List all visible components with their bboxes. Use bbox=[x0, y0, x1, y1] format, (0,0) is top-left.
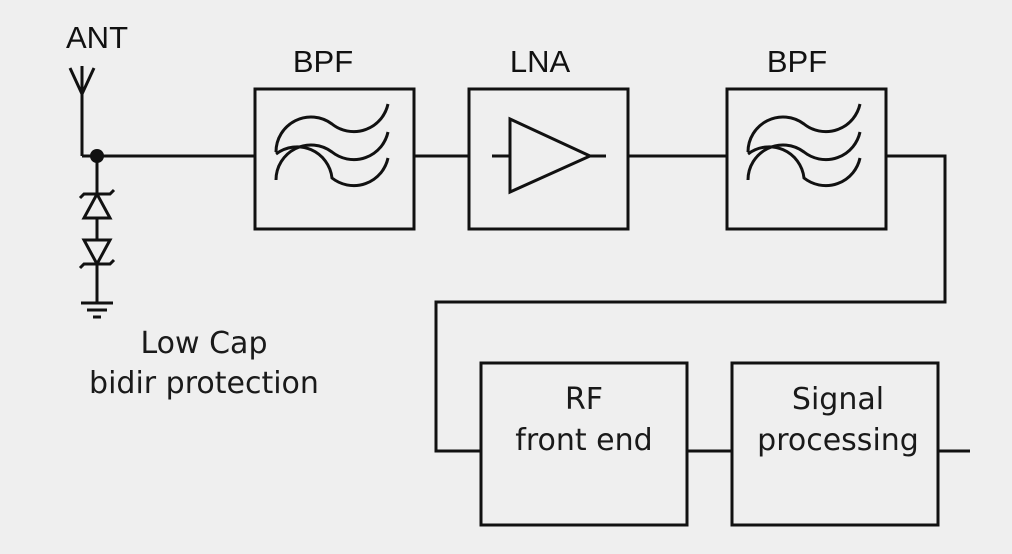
rf-front-end-box bbox=[479, 361, 689, 527]
signal-processing-block: Signal processing bbox=[730, 361, 940, 527]
bpf1-label: BPF bbox=[293, 44, 353, 79]
wire-bpf2-to-rf-front-end bbox=[434, 154, 947, 453]
bandpass-filter-icon bbox=[746, 103, 862, 188]
bpf1-box bbox=[253, 87, 416, 231]
rf-front-end-label-line2: front end bbox=[515, 423, 652, 458]
lna-block: LNA bbox=[467, 44, 630, 231]
protection-label-line1: Low Cap bbox=[141, 326, 268, 361]
bpf2-label: BPF bbox=[767, 44, 827, 79]
bpf-block-2: BPF bbox=[725, 44, 888, 231]
antenna: ANT bbox=[66, 20, 128, 156]
lna-label: LNA bbox=[510, 44, 571, 79]
signal-processing-box bbox=[730, 361, 940, 527]
bpf2-box bbox=[725, 87, 888, 231]
rf-front-end-block: RF front end bbox=[479, 361, 689, 527]
antenna-label: ANT bbox=[66, 20, 128, 55]
antenna-icon bbox=[68, 66, 96, 156]
bpf-block-1: BPF bbox=[253, 44, 416, 231]
bandpass-filter-icon bbox=[274, 103, 390, 188]
tvs-diode-icon bbox=[78, 156, 116, 302]
signal-processing-label-line2: processing bbox=[757, 423, 919, 458]
lna-box bbox=[467, 87, 630, 231]
amplifier-icon bbox=[492, 116, 606, 195]
ground-icon bbox=[81, 301, 113, 319]
protection-label-line2: bidir protection bbox=[89, 366, 319, 401]
rf-front-end-label-line1: RF bbox=[565, 382, 603, 417]
signal-processing-label-line1: Signal bbox=[792, 382, 884, 417]
